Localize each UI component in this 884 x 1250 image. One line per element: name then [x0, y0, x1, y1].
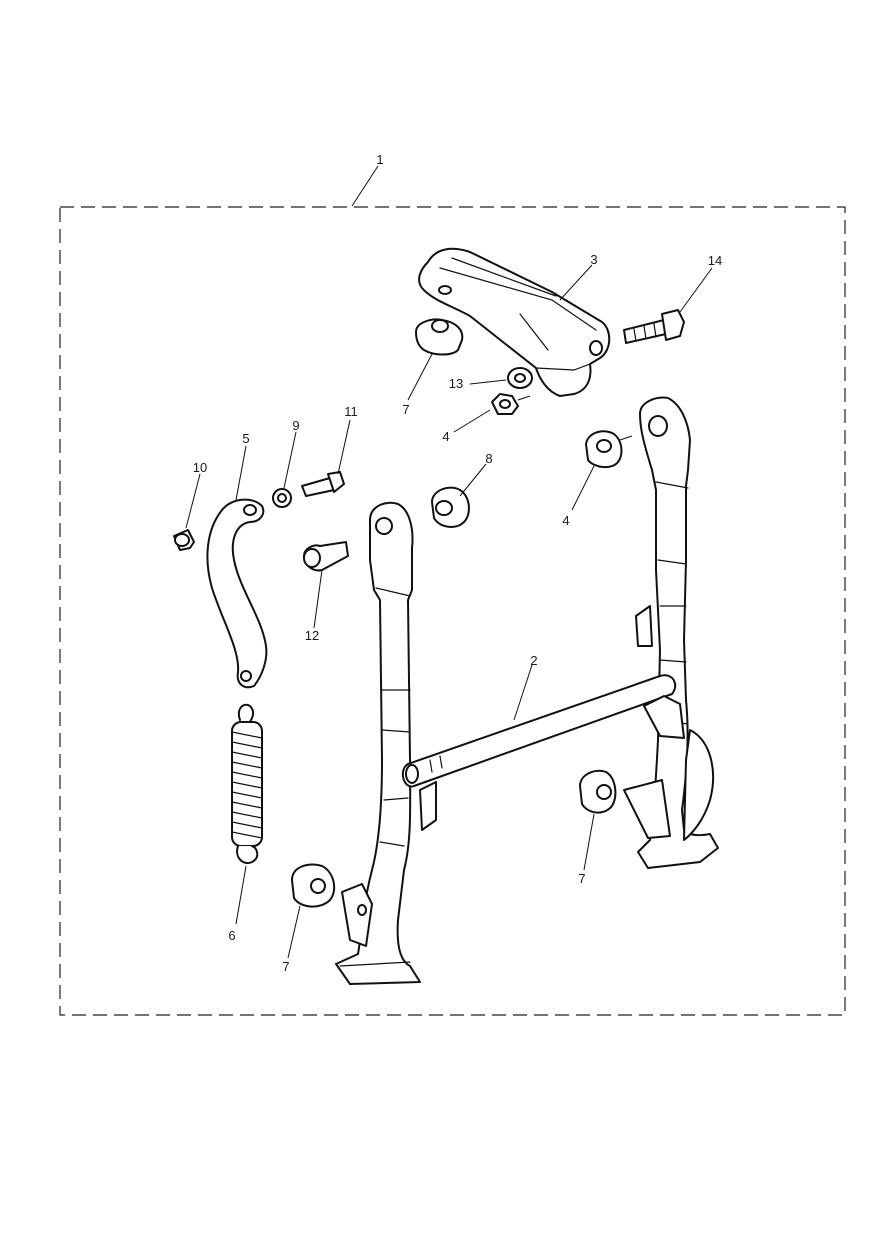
callout-3: 3 — [590, 252, 597, 267]
washer-13 — [507, 367, 533, 389]
centre-stand-2 — [335, 396, 719, 985]
bump-stop-lower-right — [579, 769, 617, 814]
callout-11: 11 — [344, 404, 358, 419]
spring-arm-5 — [206, 498, 268, 689]
leader-lines — [185, 165, 713, 959]
callout-5: 5 — [242, 431, 249, 446]
grommet-right — [585, 430, 633, 468]
flange-nut-upper — [491, 393, 531, 415]
callout-2: 2 — [530, 653, 537, 668]
bush-10 — [173, 529, 195, 551]
kit-boundary-frame — [59, 206, 846, 1016]
shoulder-bolt-11 — [301, 471, 345, 497]
mounting-bracket — [418, 247, 611, 397]
callout-7-upper: 7 — [402, 402, 409, 417]
return-spring-6 — [231, 703, 263, 864]
bolt-14 — [623, 309, 685, 344]
callout-7-lower-left: 7 — [282, 959, 289, 974]
callout-10: 10 — [193, 460, 207, 475]
callout-8: 8 — [485, 451, 492, 466]
callout-12: 12 — [305, 628, 319, 643]
washer-9 — [272, 488, 292, 508]
callout-13: 13 — [449, 376, 463, 391]
callout-4-upper: 4 — [442, 429, 449, 444]
bump-stop-lower-left — [291, 863, 336, 908]
callout-14: 14 — [708, 253, 722, 268]
callout-6: 6 — [228, 928, 235, 943]
spacer-8 — [431, 486, 470, 528]
callout-1: 1 — [376, 152, 383, 167]
callout-7-lower-right: 7 — [578, 871, 585, 886]
callout-4-right: 4 — [562, 513, 569, 528]
socket-bolt-12 — [303, 541, 349, 572]
callout-9: 9 — [292, 418, 299, 433]
bump-stop-upper — [415, 318, 464, 356]
